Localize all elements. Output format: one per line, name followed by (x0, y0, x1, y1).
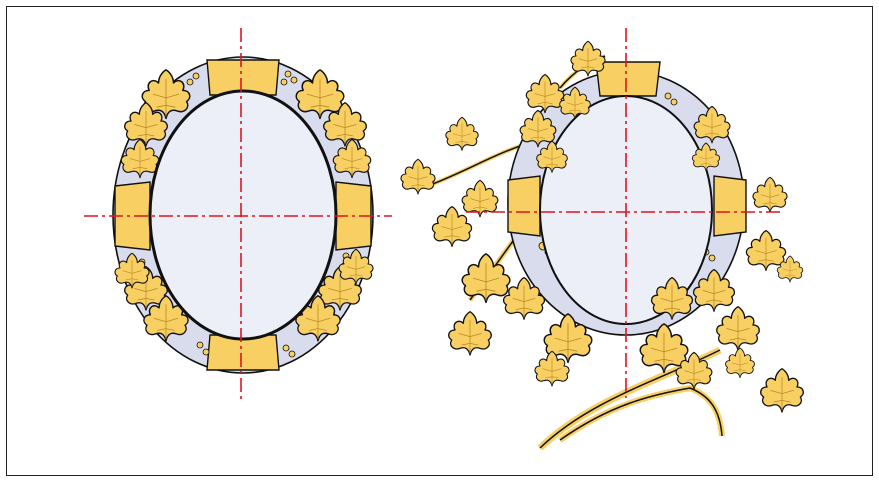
right-center-axes (466, 28, 782, 398)
right-oval-frame (400, 28, 804, 451)
left-oval-frame (84, 28, 392, 400)
right-gold-block-top (595, 61, 661, 97)
left-gold-block-bottom (206, 334, 280, 371)
left-gold-block-left (114, 181, 151, 251)
left-inner-oval (148, 89, 338, 341)
right-gold-block-left (507, 175, 541, 237)
right-gold-block-right (713, 175, 747, 237)
left-gold-block-top (206, 59, 280, 96)
left-center-axes (84, 28, 392, 400)
